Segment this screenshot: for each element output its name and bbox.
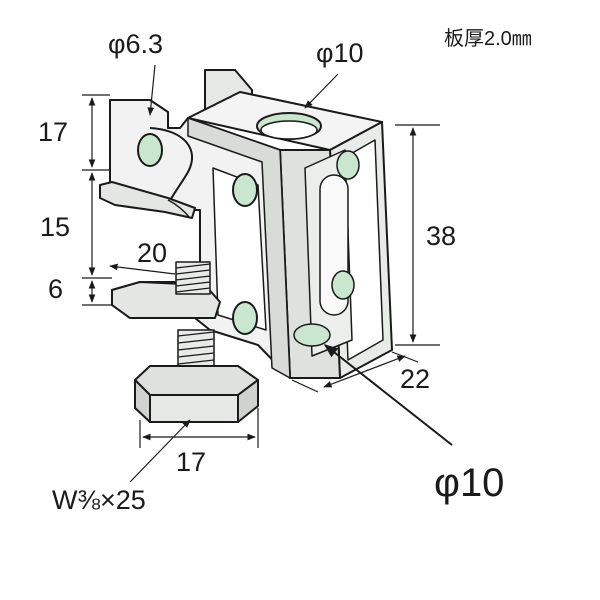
plate-fold xyxy=(187,117,291,379)
label-dim-38: 38 xyxy=(426,221,456,251)
label-dim-20: 20 xyxy=(137,238,167,268)
thickness-note: 板厚2.0㎜ xyxy=(444,27,532,50)
label-dim-15: 15 xyxy=(40,212,70,242)
label-bolt: W⅜×25 xyxy=(52,485,146,515)
label-dim-22: 22 xyxy=(400,364,430,394)
label-dim-17-bottom: 17 xyxy=(176,447,206,477)
bracket-illustration xyxy=(99,69,393,423)
hex-nut xyxy=(134,365,259,423)
inner-hole-top xyxy=(336,150,360,180)
label-dim-6: 6 xyxy=(48,274,63,304)
screw-upper xyxy=(175,261,211,295)
label-hole-bottom: φ10 xyxy=(434,461,504,505)
bottom-hole xyxy=(293,323,331,347)
dimension-labels: φ6.3 φ10 17 15 6 20 38 22 17 φ10 W⅜×25 xyxy=(38,29,504,515)
dimension-lines xyxy=(82,64,453,483)
label-dim-17-top: 17 xyxy=(38,117,68,147)
hook-hole xyxy=(137,133,163,167)
label-hole-top: φ10 xyxy=(316,38,364,68)
hook-curve xyxy=(149,127,194,206)
plate-hole-upper xyxy=(232,173,258,207)
upper-tongue xyxy=(99,181,196,219)
label-hole-small: φ6.3 xyxy=(108,29,163,59)
inner-hole-bottom xyxy=(331,270,355,300)
plate-hole-lower xyxy=(232,301,258,335)
